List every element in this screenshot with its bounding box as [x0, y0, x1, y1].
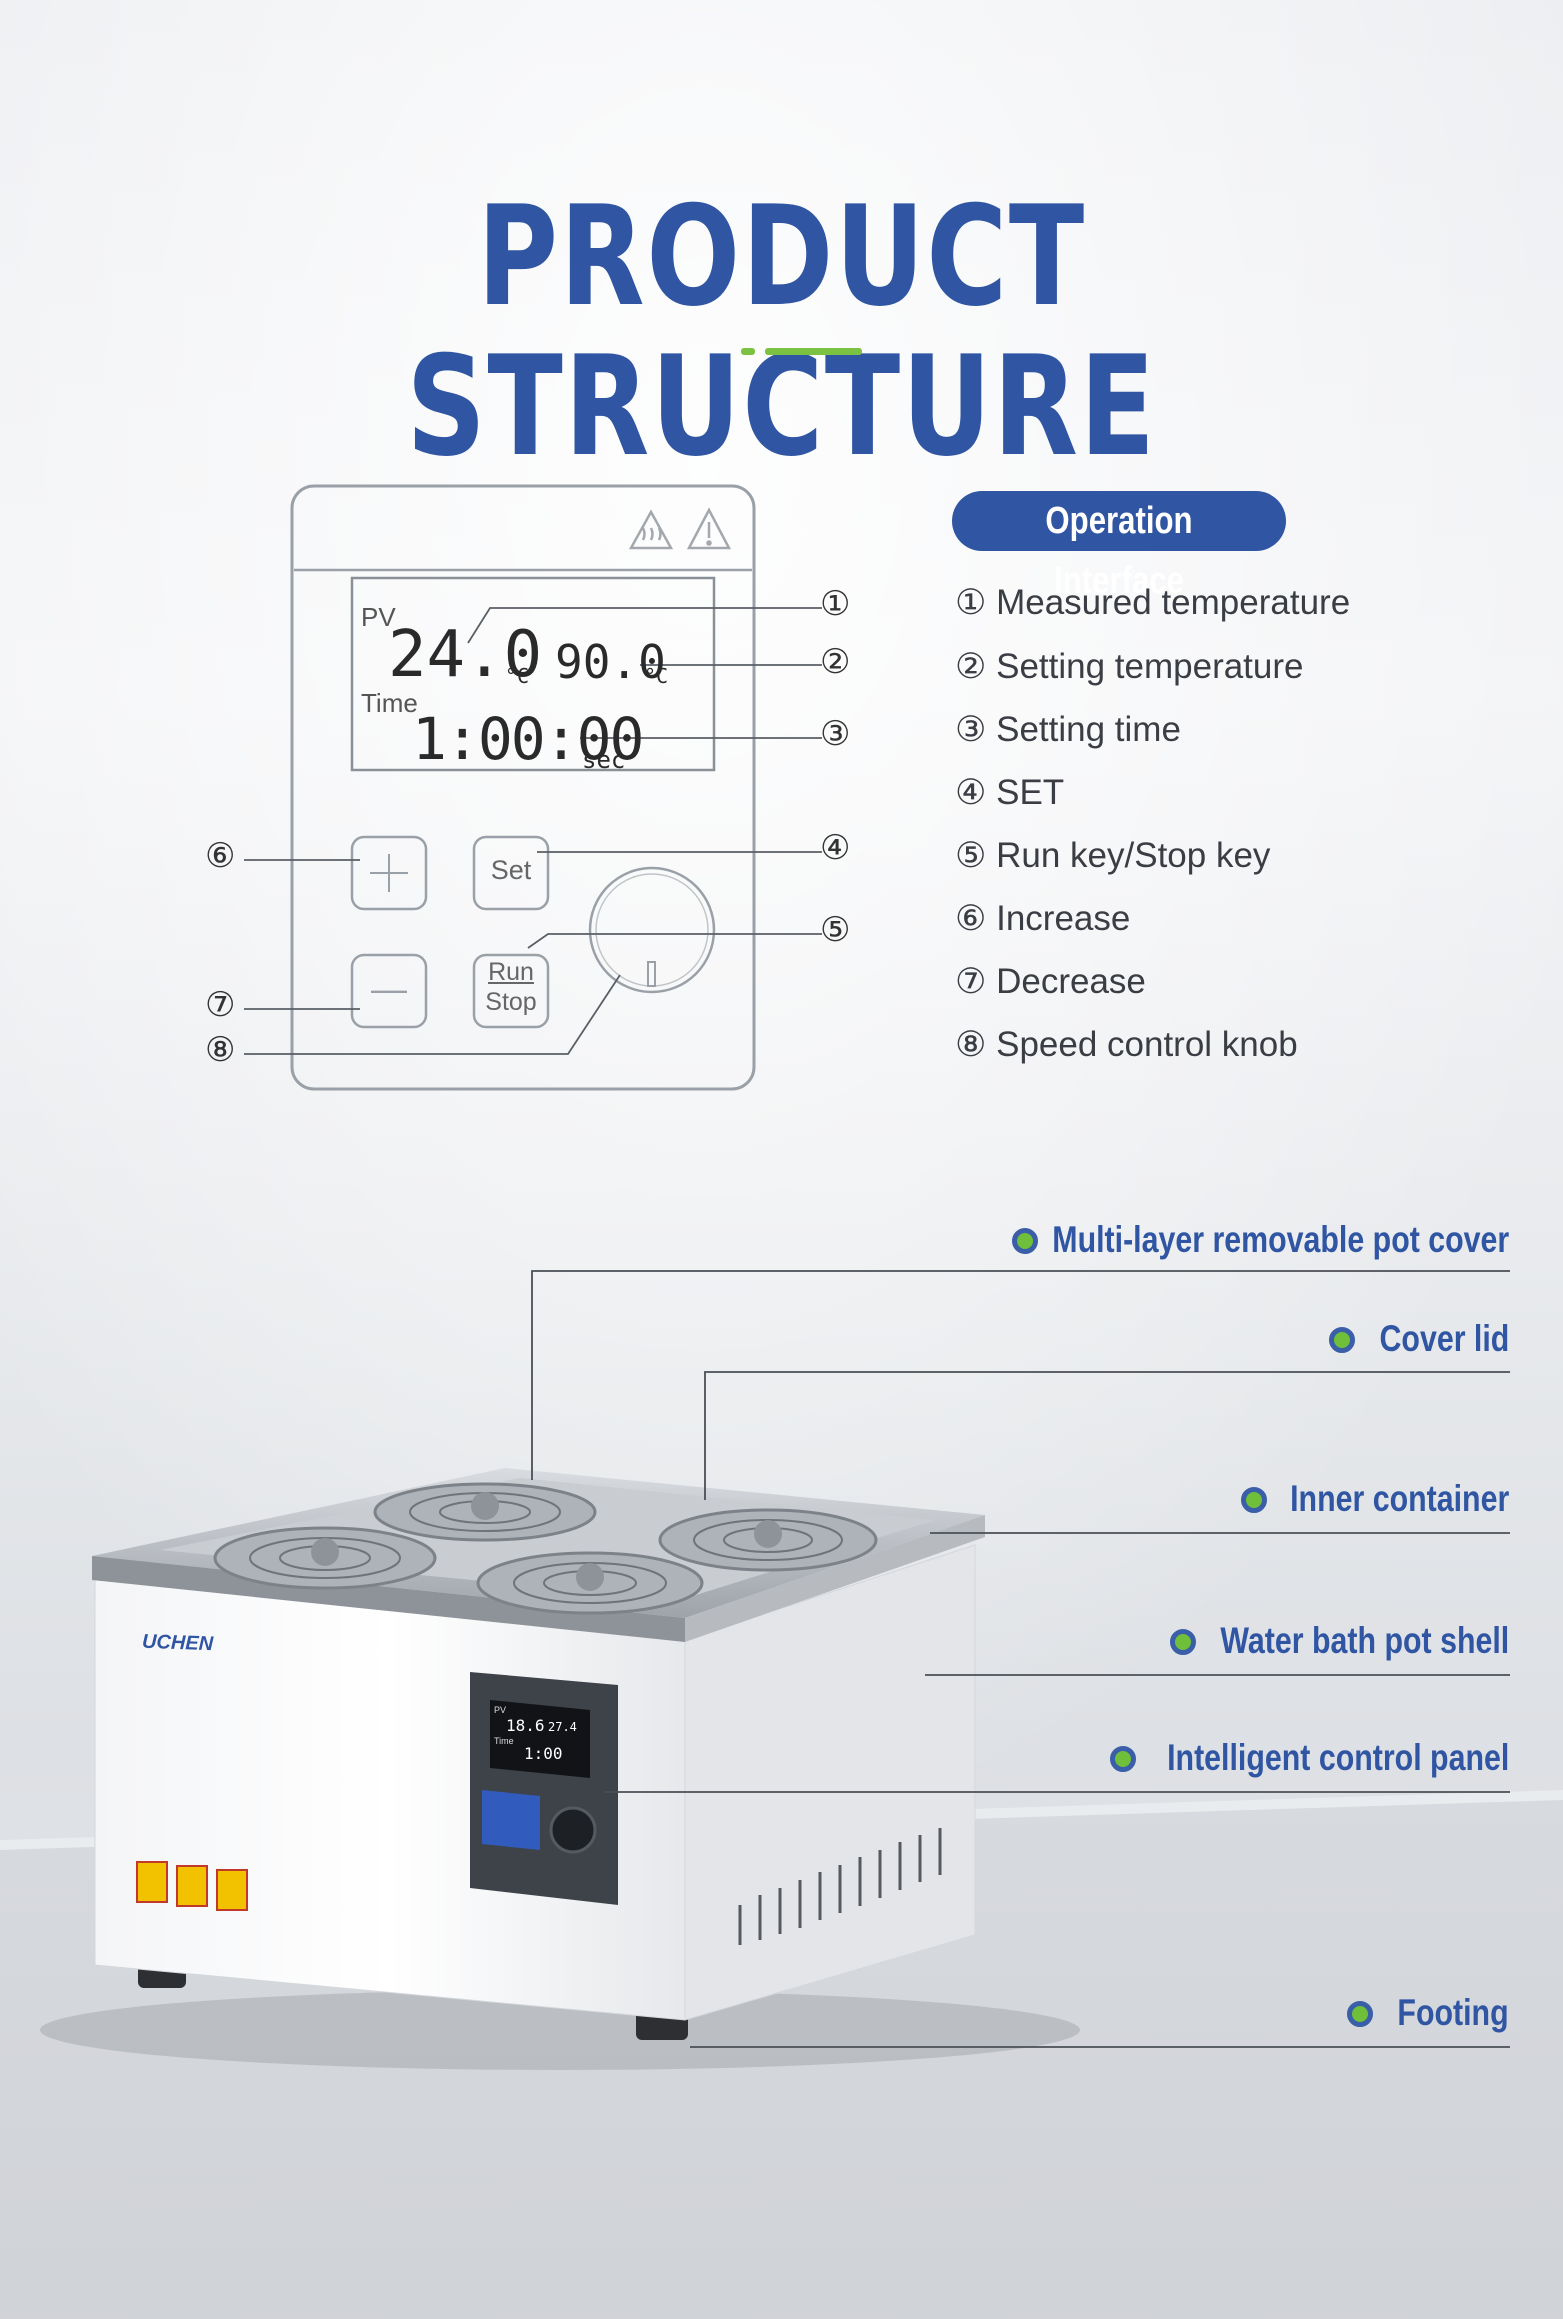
minus-button-label[interactable]: —: [371, 968, 407, 1009]
callout-number-8: ⑧: [205, 1031, 236, 1069]
device-screen-setting: 27.4: [548, 1720, 577, 1734]
caution-warning-icon: [686, 507, 732, 550]
legend-item-1: ① Measured temperature: [955, 583, 1351, 622]
bullet-icon: [1012, 1228, 1038, 1254]
speed-knob-icon: [588, 866, 716, 994]
device-screen-pv: PV: [494, 1705, 507, 1715]
operation-interface-heading-text: Operation Interface: [1045, 500, 1193, 602]
legend-item-7: ⑦ Decrease: [955, 962, 1146, 1001]
title-accent-long: [765, 348, 862, 355]
part-label-cover-lid-text: Cover lid: [1379, 1318, 1509, 1359]
setting-time-value: 1:00:00: [412, 705, 644, 773]
setting-time-unit: sec: [582, 746, 626, 774]
legend-item-8: ⑧ Speed control knob: [955, 1025, 1298, 1064]
part-label-control-panel-text: Intelligent control panel: [1166, 1737, 1509, 1778]
part-label-pot-cover-text: Multi-layer removable pot cover: [1052, 1219, 1509, 1260]
page-title: PRODUCT STRUCTURE: [406, 176, 1157, 487]
operation-panel-diagram: [244, 484, 822, 1091]
part-label-inner-container: Inner container: [1242, 1473, 1509, 1525]
legend-item-3: ③ Setting time: [955, 710, 1181, 749]
legend-item-5: ⑤ Run key/Stop key: [955, 836, 1271, 875]
callout-number-4: ④: [820, 829, 851, 867]
part-label-pot-shell: Water bath pot shell: [1157, 1615, 1509, 1667]
setting-temperature-unit: °C: [644, 664, 669, 688]
legend-item-4: ④ SET: [955, 773, 1065, 812]
device-screen-time: 1:00: [524, 1744, 563, 1763]
bullet-icon: [1241, 1487, 1267, 1513]
bullet-icon: [1347, 2001, 1373, 2027]
device-screen-temperature: 18.6: [506, 1716, 545, 1735]
callout-number-3: ③: [820, 715, 851, 753]
callout-number-6: ⑥: [205, 837, 236, 875]
plus-button-outline: [350, 835, 428, 911]
water-bath-illustration: [40, 1468, 1080, 2070]
run-button-label[interactable]: Run: [488, 958, 534, 986]
operation-interface-heading: Operation Interface: [952, 491, 1286, 602]
part-label-pot-cover: Multi-layer removable pot cover: [952, 1214, 1509, 1266]
hot-surface-warning-icon: [628, 509, 674, 550]
callout-number-7: ⑦: [205, 986, 236, 1024]
title-accent-short: [741, 348, 755, 355]
bullet-icon: [1329, 1327, 1355, 1353]
callout-number-5: ⑤: [820, 911, 851, 949]
callout-number-2: ②: [820, 643, 851, 681]
set-button-outline: [472, 835, 550, 911]
bullet-icon: [1170, 1629, 1196, 1655]
run-stop-button-outline: [472, 953, 550, 1029]
pv-label: PV: [361, 602, 396, 632]
callout-number-1: ①: [820, 585, 851, 623]
minus-button-outline: [350, 953, 428, 1029]
part-label-cover-lid: Cover lid: [1351, 1313, 1509, 1365]
time-label: Time: [361, 688, 418, 718]
part-label-control-panel: Intelligent control panel: [1092, 1732, 1509, 1784]
part-label-inner-container-text: Inner container: [1289, 1478, 1509, 1519]
part-label-pot-shell-text: Water bath pot shell: [1220, 1620, 1509, 1661]
set-button-label[interactable]: Set: [490, 855, 532, 885]
part-label-footing-text: Footing: [1397, 1992, 1509, 2033]
measured-temperature-unit: °C: [505, 664, 530, 688]
device-screen-time-label: Time: [494, 1736, 514, 1746]
part-callout-lines: [531, 1270, 1510, 2048]
measured-temperature-value: 24.0: [388, 618, 543, 692]
legend-item-6: ⑥ Increase: [955, 899, 1131, 938]
safety-label-icons: [136, 1861, 248, 1911]
legend-item-2: ② Setting temperature: [955, 647, 1304, 686]
stop-button-label[interactable]: Stop: [485, 988, 537, 1016]
bullet-icon: [1110, 1746, 1136, 1772]
setting-temperature-value: 90.0: [555, 635, 666, 689]
part-label-footing: Footing: [1373, 1987, 1509, 2039]
